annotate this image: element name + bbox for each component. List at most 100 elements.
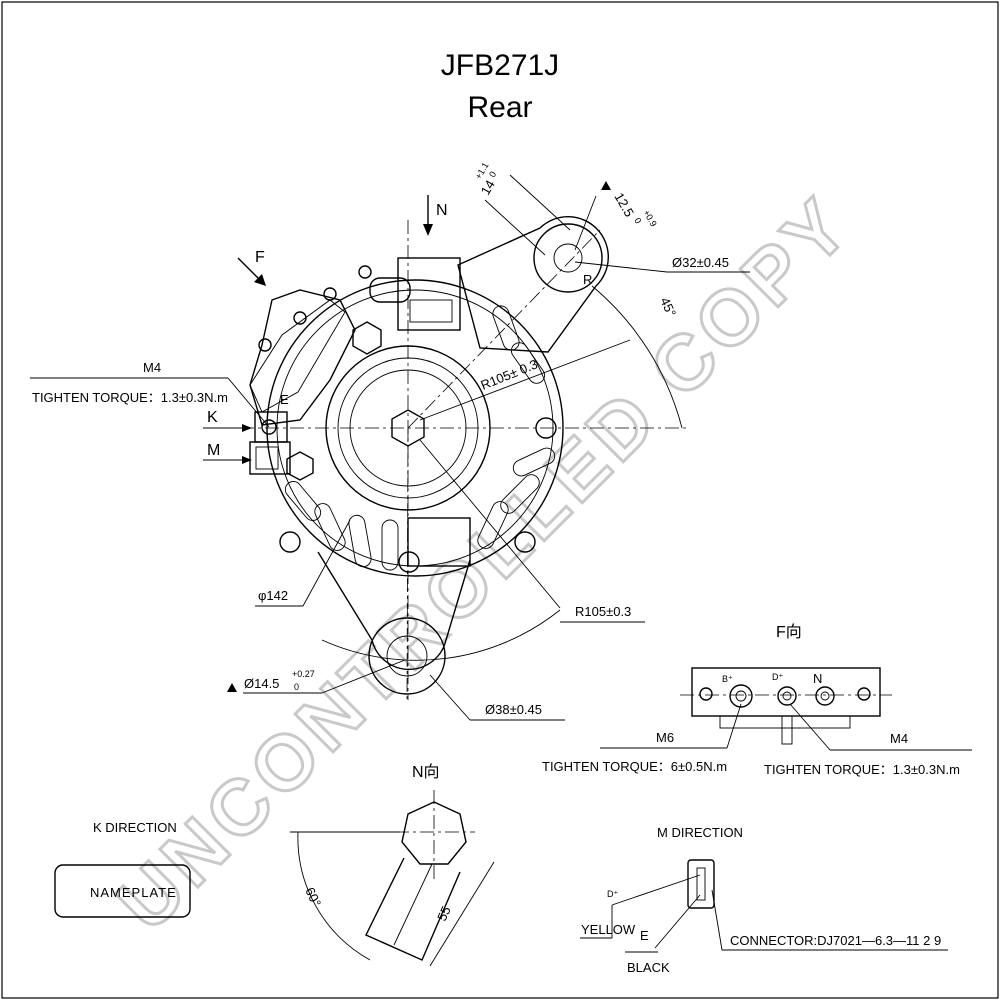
f-label-d-plus: D⁺ <box>772 672 783 682</box>
rectifier-block <box>407 517 471 567</box>
f-m6-torque: TIGHTEN TORQUE：6±0.5N.m <box>542 759 727 774</box>
connector-body <box>687 859 715 909</box>
connector-slot <box>696 867 706 901</box>
n-view-hex-head <box>401 801 467 865</box>
f-label-n: N <box>813 671 822 686</box>
m-view-title: M DIRECTION <box>657 825 743 840</box>
stud-2 <box>293 311 307 325</box>
f-view-base-strip <box>719 715 851 729</box>
f-view-tab <box>781 715 793 745</box>
m-yellow-label: YELLOW <box>581 922 636 937</box>
m-d-plus-leader <box>611 874 701 906</box>
stud-4 <box>358 265 372 279</box>
n-view-length-line <box>429 861 495 967</box>
slot-width-dim: 14 <box>478 177 498 197</box>
radius-upper-line <box>419 339 631 421</box>
slot-width-tol-lower: 0 <box>487 170 498 179</box>
f-direction-label: F <box>255 249 265 266</box>
hex-nut-top-left <box>352 321 382 355</box>
m4-size-label: M4 <box>143 360 161 375</box>
n-arrow-head <box>423 224 433 236</box>
f-terminal-4 <box>857 687 871 701</box>
top-ear-bore <box>553 243 583 273</box>
connector-plug-inner <box>255 446 279 470</box>
m-d-plus-label: D⁺ <box>607 889 618 899</box>
f-m4-size: M4 <box>890 731 908 746</box>
lower-ear-boss <box>368 617 446 695</box>
slot-depth-tol-upper: +0.9 <box>641 208 659 228</box>
slot-depth-leader <box>574 195 597 251</box>
m-e-label: E <box>640 928 649 943</box>
lower-mounting-ear <box>317 551 471 671</box>
body-dia-line <box>302 519 351 607</box>
f-terminal-n-inner <box>820 691 830 701</box>
regulator-cylinder <box>369 277 411 303</box>
regulator-box <box>397 257 461 331</box>
m-view: M DIRECTION D⁺ YELLOW E BLACK CONNECTOR:… <box>580 825 948 975</box>
n-view-title: N向 <box>412 763 440 781</box>
m-connector-leader <box>711 889 723 951</box>
k-direction-label: K <box>207 409 218 426</box>
slot-dim-ext-2 <box>509 174 571 231</box>
lower-boss-dim: Ø38±0.45 <box>485 702 542 717</box>
regulator-inner <box>409 299 453 323</box>
lower-hole-triangle <box>227 683 237 692</box>
n-view-stem-inner <box>393 863 433 946</box>
centerline-lower-diagonal <box>406 427 409 701</box>
lower-hole-dim: Ø14.5 <box>244 676 279 691</box>
bolt-hole-lower-left <box>279 531 301 553</box>
m4-leader-diag <box>227 377 270 428</box>
n-view-length: 55 <box>434 904 454 923</box>
m-e-leader <box>654 894 701 949</box>
m-black-label: BLACK <box>627 960 670 975</box>
f-arrow-head <box>254 274 266 286</box>
hex-nut-left <box>286 451 314 481</box>
top-bore-leader <box>574 261 668 273</box>
f-m4-leader <box>789 703 831 751</box>
n-direction-label: N <box>436 202 448 219</box>
f-view-title: F向 <box>776 623 802 641</box>
n-view-angle-arc <box>297 831 371 961</box>
f-m6-size: M6 <box>656 730 674 745</box>
lower-hole-tol-lower: 0 <box>294 682 299 692</box>
nameplate-box <box>54 864 191 918</box>
main-rear-view: N F K M M4 TIGHTEN TORQUE：1.3±0.3N.m E 1… <box>30 161 750 721</box>
radius-r-label: R <box>583 272 592 287</box>
drawing-title: JFB271J <box>441 49 559 82</box>
slot-dim-ext-1 <box>484 199 546 256</box>
f-m6-leader <box>726 703 742 749</box>
n-view: N向 60° 55 <box>290 763 495 967</box>
f-m4-torque: TIGHTEN TORQUE：1.3±0.3N.m <box>764 762 960 777</box>
f-view: F向 B⁺ D⁺ N M6 TIGHTEN TORQUE：6±0.5N.m M4… <box>542 623 972 777</box>
e-terminal-screw <box>261 419 277 435</box>
slot-depth-tol-lower: 0 <box>632 216 643 225</box>
stud-1 <box>258 338 272 352</box>
body-dia-dim: φ142 <box>258 588 288 603</box>
lower-hole-tol-upper: +0.27 <box>292 669 315 679</box>
watermark-text: UNCONTROLLED COPY <box>100 178 869 947</box>
f-terminal-n <box>815 686 835 706</box>
centerline-upper-diagonal <box>407 229 601 429</box>
f-terminal-b-plus <box>729 684 753 708</box>
radius-lower-line <box>419 439 561 609</box>
f-terminal-d-plus-inner <box>782 691 792 701</box>
lower-hole-leader <box>321 659 406 694</box>
slot-depth-triangle <box>601 181 611 190</box>
top-mounting-ear <box>457 215 610 353</box>
f-terminal-b-plus-inner <box>735 690 747 702</box>
drawing-subtitle: Rear <box>467 91 532 124</box>
stud-3 <box>323 287 337 301</box>
radius-lower-arc <box>321 609 561 661</box>
m-direction-label: M <box>207 442 220 459</box>
m-connector-label: CONNECTOR:DJ7021—6.3—11 2 9 <box>730 933 941 948</box>
terminal-bracket <box>249 289 356 426</box>
bolt-hole-bottom <box>398 551 420 573</box>
m-arrow-head <box>242 456 252 464</box>
f-label-b-plus: B⁺ <box>722 674 733 684</box>
top-bore-dim: Ø32±0.45 <box>672 255 729 270</box>
n-view-stem <box>365 857 461 961</box>
n-view-angle: 60° <box>302 885 324 909</box>
slot-depth-dim: 12.5 <box>611 190 637 219</box>
